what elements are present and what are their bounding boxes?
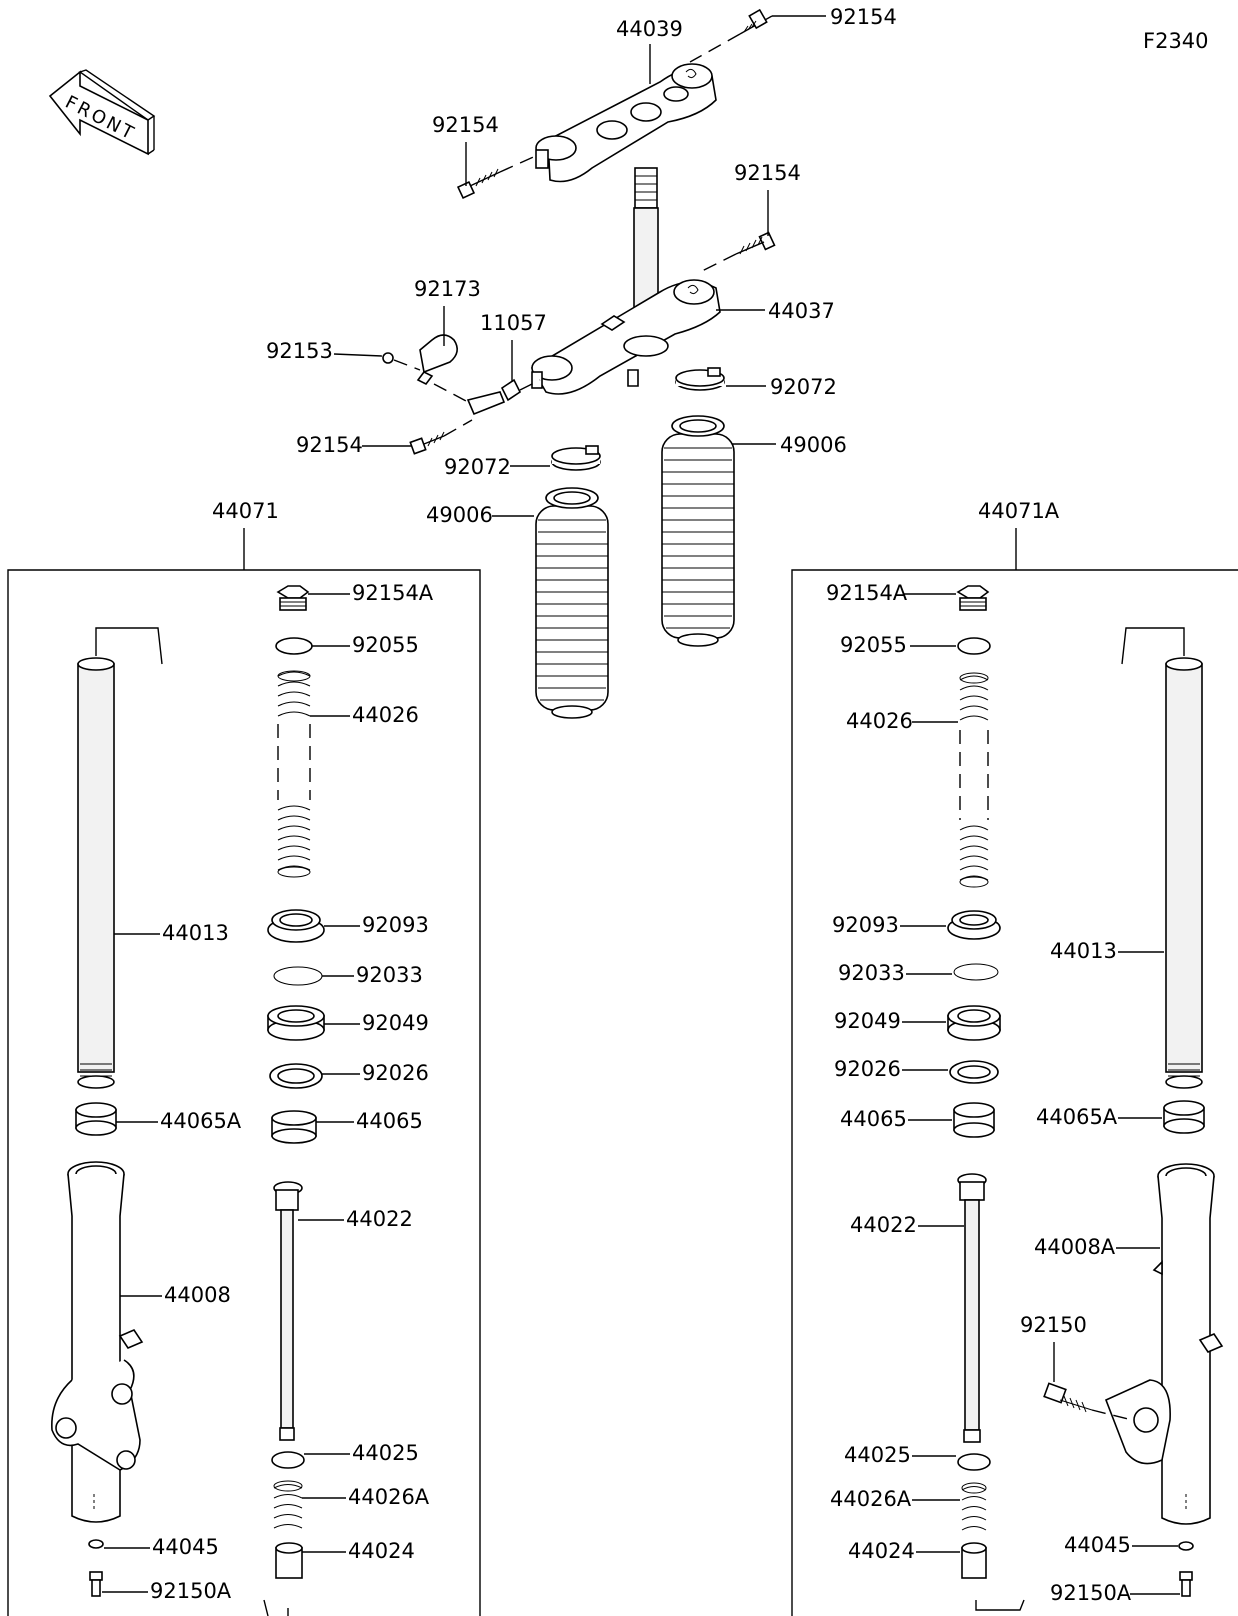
screw-92153 — [382, 352, 421, 371]
boot-49006-left — [535, 487, 609, 719]
label-left-44025: 44025 — [352, 1441, 419, 1465]
label-left-92026: 92026 — [362, 1061, 429, 1085]
left-outer-tube-44008 — [51, 1161, 144, 1523]
label-left-44022: 44022 — [346, 1207, 413, 1231]
label-left-44008: 44008 — [164, 1283, 231, 1307]
label-right-44065: 44065 — [840, 1107, 907, 1131]
label-left-92049: 92049 — [362, 1011, 429, 1035]
label-right-44026A: 44026A — [830, 1487, 912, 1511]
left-washer-44045 — [88, 1539, 104, 1549]
front-arrow-icon: FRONT — [48, 69, 156, 156]
right-inner-tube-44013 — [1121, 627, 1203, 1089]
label-44071: 44071 — [212, 499, 279, 523]
label-92072-left: 92072 — [444, 455, 511, 479]
label-92173: 92173 — [414, 277, 481, 301]
label-92072-right: 92072 — [770, 375, 837, 399]
bolt-92154-top — [689, 8, 826, 63]
label-92154-top: 92154 — [830, 5, 897, 29]
label-right-92033: 92033 — [838, 961, 905, 985]
label-49006-right: 49006 — [780, 433, 847, 457]
band-92072-right — [675, 367, 725, 391]
right-bolt-92150A — [1179, 1571, 1193, 1597]
label-left-44024: 44024 — [348, 1539, 415, 1563]
right-bushing-44065A — [1163, 1100, 1205, 1134]
right-outer-tube-44008A — [1104, 1163, 1224, 1525]
label-left-44026: 44026 — [352, 703, 419, 727]
right-assembly-frame — [791, 569, 1238, 1616]
lower-bracket-44037 — [530, 167, 721, 395]
label-49006-left: 49006 — [426, 503, 493, 527]
bolt-92154-low — [409, 419, 473, 455]
bolt-92154-left — [456, 153, 541, 200]
label-left-44013: 44013 — [162, 921, 229, 945]
label-left-44045: 44045 — [152, 1535, 219, 1559]
bolt-92154-right — [699, 231, 776, 273]
label-92153: 92153 — [266, 339, 333, 363]
bracket-11057 — [433, 378, 541, 416]
left-inner-tube-44013 — [77, 627, 163, 1089]
left-bushing-44065A — [75, 1102, 117, 1136]
label-left-92055: 92055 — [352, 633, 419, 657]
right-washer-44045 — [1178, 1541, 1194, 1551]
label-right-92150A: 92150A — [1050, 1581, 1132, 1605]
label-right-44025: 44025 — [844, 1443, 911, 1467]
left-internal-parts — [263, 585, 325, 1616]
label-92154-low: 92154 — [296, 433, 363, 457]
left-assembly-frame — [7, 569, 481, 1616]
right-internal-parts — [947, 585, 1025, 1611]
band-92072-left — [551, 445, 601, 471]
label-right-44024: 44024 — [848, 1539, 915, 1563]
label-right-44045: 44045 — [1064, 1533, 1131, 1557]
label-44037: 44037 — [768, 299, 835, 323]
label-left-92154A: 92154A — [352, 581, 434, 605]
upper-bracket-44039 — [535, 63, 717, 183]
boot-49006-right — [661, 415, 735, 647]
label-right-92154A: 92154A — [826, 581, 908, 605]
right-bolt-92150 — [1043, 1382, 1133, 1421]
label-left-44065: 44065 — [356, 1109, 423, 1133]
label-left-44026A: 44026A — [348, 1485, 430, 1509]
label-right-44013: 44013 — [1050, 939, 1117, 963]
label-44039: 44039 — [616, 17, 683, 41]
label-92154-right: 92154 — [734, 161, 801, 185]
label-left-92033: 92033 — [356, 963, 423, 987]
label-right-92150: 92150 — [1020, 1313, 1087, 1337]
label-right-92026: 92026 — [834, 1057, 901, 1081]
label-right-44008A: 44008A — [1034, 1235, 1116, 1259]
label-44071A: 44071A — [978, 499, 1060, 523]
label-right-92093: 92093 — [832, 913, 899, 937]
label-right-44065A: 44065A — [1036, 1105, 1118, 1129]
label-right-44022: 44022 — [850, 1213, 917, 1237]
label-right-92055: 92055 — [840, 633, 907, 657]
label-92154-left: 92154 — [432, 113, 499, 137]
label-right-44026: 44026 — [846, 709, 913, 733]
clamp-92173 — [416, 334, 458, 386]
figure-code: F2340 — [1143, 29, 1209, 53]
label-left-92150A: 92150A — [150, 1579, 232, 1603]
label-right-92049: 92049 — [834, 1009, 901, 1033]
label-left-44065A: 44065A — [160, 1109, 242, 1133]
label-11057: 11057 — [480, 311, 547, 335]
label-left-92093: 92093 — [362, 913, 429, 937]
left-bolt-92150A — [89, 1571, 103, 1597]
